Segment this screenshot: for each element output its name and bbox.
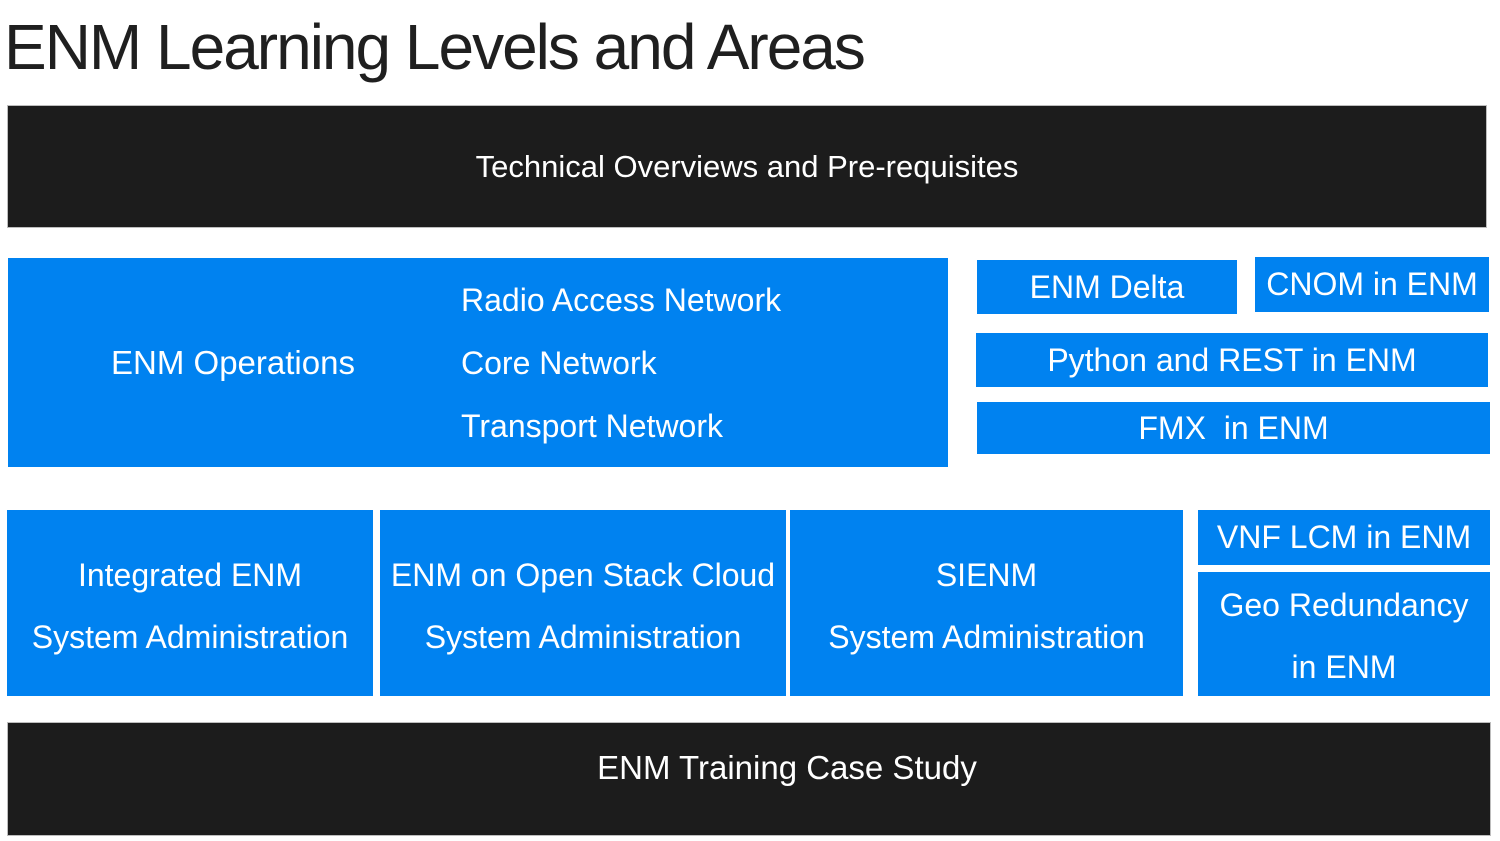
ops-item-radio-access-network: Radio Access Network bbox=[461, 281, 782, 318]
technical-overviews-bar: Technical Overviews and Pre-requisites bbox=[7, 105, 1487, 228]
page-title: ENM Learning Levels and Areas bbox=[4, 11, 866, 83]
enm-openstack-cloud-sysadmin-block: ENM on Open Stack Cloud System Administr… bbox=[380, 510, 786, 696]
enm-openstack-cloud-line: ENM on Open Stack Cloud bbox=[390, 557, 776, 593]
enm-delta-label: ENM Delta bbox=[1029, 268, 1185, 305]
ops-item-transport-network: Transport Network bbox=[461, 407, 723, 444]
technical-overviews-label: Technical Overviews and Pre-requisites bbox=[475, 148, 1019, 184]
cnom-in-enm-block: CNOM in ENM bbox=[1255, 257, 1489, 312]
enm-training-case-study-bar: ENM Training Case Study bbox=[7, 722, 1491, 836]
enm-training-case-study-label: ENM Training Case Study bbox=[597, 749, 977, 786]
geo-redundancy-in-enm-line: in ENM bbox=[1291, 649, 1397, 685]
python-rest-in-enm-block: Python and REST in ENM bbox=[976, 333, 1488, 387]
enm-openstack-sysadmin-line: System Administration bbox=[424, 619, 742, 655]
ops-item-core-network: Core Network bbox=[461, 344, 657, 381]
integrated-enm-sysadmin-block: Integrated ENM System Administration bbox=[7, 510, 373, 696]
integrated-enm-line: Integrated ENM bbox=[77, 557, 303, 593]
vnf-lcm-in-enm-block: VNF LCM in ENM bbox=[1198, 510, 1490, 565]
enm-operations-label: ENM Operations bbox=[111, 343, 355, 381]
sienm-sysadmin-line: System Administration bbox=[828, 619, 1145, 655]
enm-delta-block: ENM Delta bbox=[977, 260, 1237, 314]
fmx-in-enm-block: FMX in ENM bbox=[977, 402, 1490, 454]
enm-operations-block: ENM Operations Radio Access Network Core… bbox=[8, 258, 948, 467]
geo-redundancy-line: Geo Redundancy bbox=[1219, 587, 1469, 623]
cnom-in-enm-label: CNOM in ENM bbox=[1266, 266, 1478, 302]
enm-operations-items: Radio Access Network Core Network Transp… bbox=[461, 258, 781, 467]
integrated-enm-sysadmin-line: System Administration bbox=[31, 619, 349, 655]
python-rest-in-enm-label: Python and REST in ENM bbox=[1047, 341, 1417, 378]
vnf-lcm-in-enm-label: VNF LCM in ENM bbox=[1216, 519, 1472, 555]
geo-redundancy-in-enm-block: Geo Redundancy in ENM bbox=[1198, 572, 1490, 696]
sienm-line: SIENM bbox=[935, 557, 1038, 593]
fmx-in-enm-label: FMX in ENM bbox=[1138, 409, 1329, 446]
sienm-sysadmin-block: SIENM System Administration bbox=[790, 510, 1183, 696]
